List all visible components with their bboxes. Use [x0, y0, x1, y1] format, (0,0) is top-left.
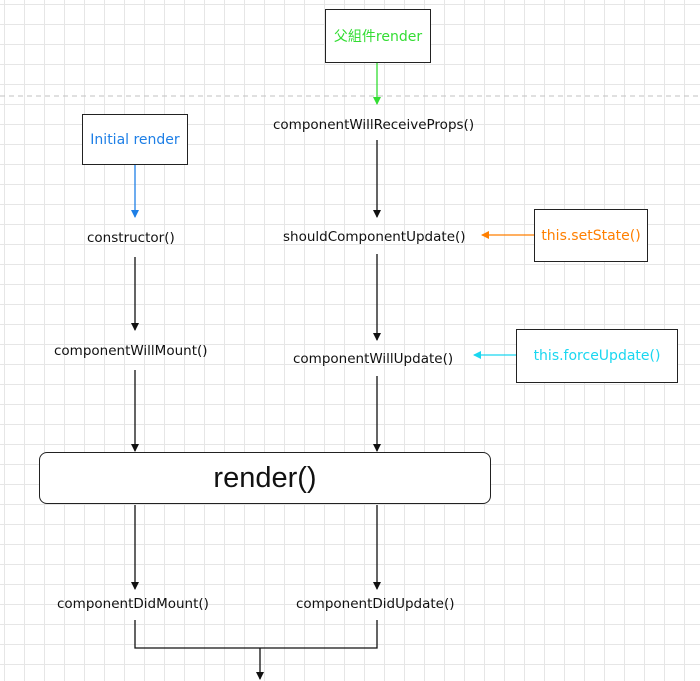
should-component-update-label: shouldComponentUpdate()	[283, 229, 466, 245]
initial-render-label: Initial render	[90, 131, 180, 148]
set-state-label: this.setState()	[541, 227, 641, 244]
component-will-update-label: componentWillUpdate()	[293, 351, 454, 367]
force-update-label: this.forceUpdate()	[533, 348, 661, 364]
initial-render-box: Initial render	[82, 114, 188, 165]
component-will-receive-props-label: componentWillReceiveProps()	[273, 117, 475, 133]
set-state-box: this.setState()	[534, 209, 648, 262]
render-box: render()	[39, 452, 491, 504]
component-did-update-label: componentDidUpdate()	[296, 596, 455, 612]
render-label: render()	[213, 461, 317, 494]
merge-line	[134, 620, 378, 649]
component-did-mount-label: componentDidMount()	[57, 596, 209, 612]
force-update-box: this.forceUpdate()	[516, 329, 678, 383]
parent-render-label: 父組件render	[333, 29, 423, 45]
constructor-label: constructor()	[87, 230, 175, 246]
parent-render-box: 父組件render	[325, 9, 431, 63]
component-will-mount-label: componentWillMount()	[54, 343, 208, 359]
